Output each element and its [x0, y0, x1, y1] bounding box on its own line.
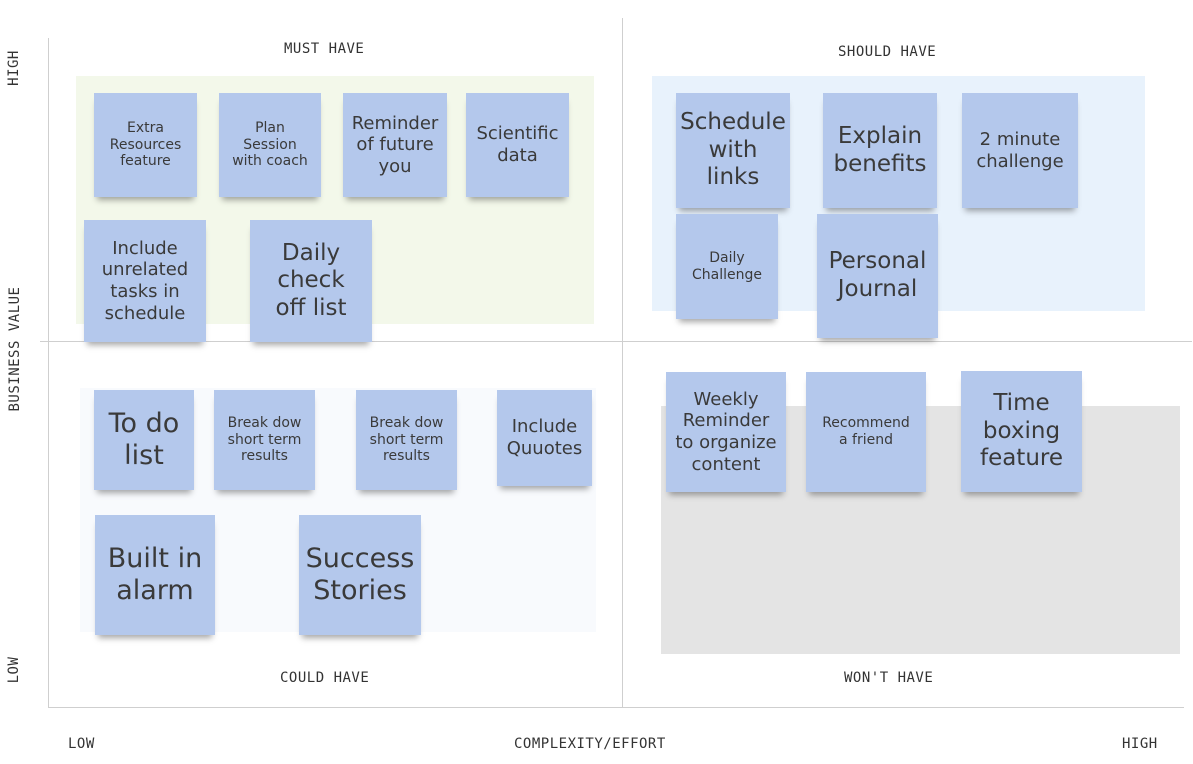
sticky-note-time-boxing[interactable]: Time boxing feature — [961, 371, 1082, 492]
note-text: Break dow short term results — [369, 414, 444, 465]
note-text: Time boxing feature — [979, 390, 1064, 472]
note-text: Success Stories — [305, 542, 415, 606]
sticky-note-recommend-friend[interactable]: Recommend a friend — [806, 372, 926, 492]
could-have-title: COULD HAVE — [280, 670, 370, 686]
vertical-divider — [622, 18, 623, 708]
note-text: Weekly Reminder to organize content — [675, 388, 777, 475]
sticky-note-reminder-future[interactable]: Reminder of future you — [343, 93, 447, 197]
sticky-note-daily-challenge[interactable]: Daily Challenge — [676, 214, 778, 319]
note-text: 2 minute challenge — [976, 128, 1064, 172]
note-text: Schedule with links — [680, 109, 786, 191]
y-axis-title: BUSINESS VALUE — [7, 286, 23, 412]
note-text: Include Quuotes — [506, 416, 583, 459]
note-text: Extra Resources feature — [109, 119, 182, 170]
sticky-note-scientific-data[interactable]: Scientific data — [466, 93, 569, 197]
x-axis-low-label: LOW — [68, 736, 95, 752]
x-axis-high-label: HIGH — [1122, 736, 1158, 752]
sticky-note-two-minute-challenge[interactable]: 2 minute challenge — [962, 93, 1078, 208]
sticky-note-include-quotes[interactable]: Include Quuotes — [497, 390, 592, 486]
sticky-note-success-stories[interactable]: Success Stories — [299, 515, 421, 635]
sticky-note-daily-checkoff[interactable]: Daily check off list — [250, 220, 372, 342]
sticky-note-break-down-1[interactable]: Break dow short term results — [214, 390, 315, 490]
sticky-note-schedule-links[interactable]: Schedule with links — [676, 93, 790, 208]
note-text: Daily Challenge — [692, 249, 762, 283]
wont-have-title: WON'T HAVE — [844, 670, 934, 686]
sticky-note-plan-session[interactable]: Plan Session with coach — [219, 93, 321, 197]
sticky-note-explain-benefits[interactable]: Explain benefits — [823, 93, 937, 208]
sticky-note-todo-list[interactable]: To do list — [94, 390, 194, 490]
note-text: Personal Journal — [828, 248, 927, 302]
note-text: Built in alarm — [107, 542, 203, 606]
note-text: Scientific data — [476, 123, 559, 166]
sticky-note-weekly-reminder[interactable]: Weekly Reminder to organize content — [666, 372, 786, 492]
must-have-title: MUST HAVE — [284, 41, 365, 57]
sticky-note-break-down-2[interactable]: Break dow short term results — [356, 390, 457, 490]
sticky-note-include-unrelated[interactable]: Include unrelated tasks in schedule — [84, 220, 206, 342]
y-axis-high-label: HIGH — [6, 50, 22, 86]
note-text: Include unrelated tasks in schedule — [101, 237, 189, 324]
note-text: To do list — [108, 407, 180, 471]
note-text: Reminder of future you — [351, 112, 439, 177]
x-axis-line — [48, 707, 1184, 708]
should-have-title: SHOULD HAVE — [838, 44, 937, 60]
note-text: Break dow short term results — [227, 414, 302, 465]
note-text: Recommend a friend — [822, 415, 910, 448]
sticky-note-personal-journal[interactable]: Personal Journal — [817, 214, 938, 338]
horizontal-divider — [40, 341, 1192, 342]
sticky-note-extra-resources[interactable]: Extra Resources feature — [94, 93, 197, 197]
note-text: Daily check off list — [275, 239, 347, 321]
y-axis-line — [48, 38, 49, 708]
note-text: Plan Session with coach — [232, 119, 308, 170]
x-axis-title: COMPLEXITY/EFFORT — [514, 736, 666, 752]
sticky-note-built-in-alarm[interactable]: Built in alarm — [95, 515, 215, 635]
y-axis-low-label: LOW — [6, 656, 22, 684]
note-text: Explain benefits — [833, 122, 927, 177]
